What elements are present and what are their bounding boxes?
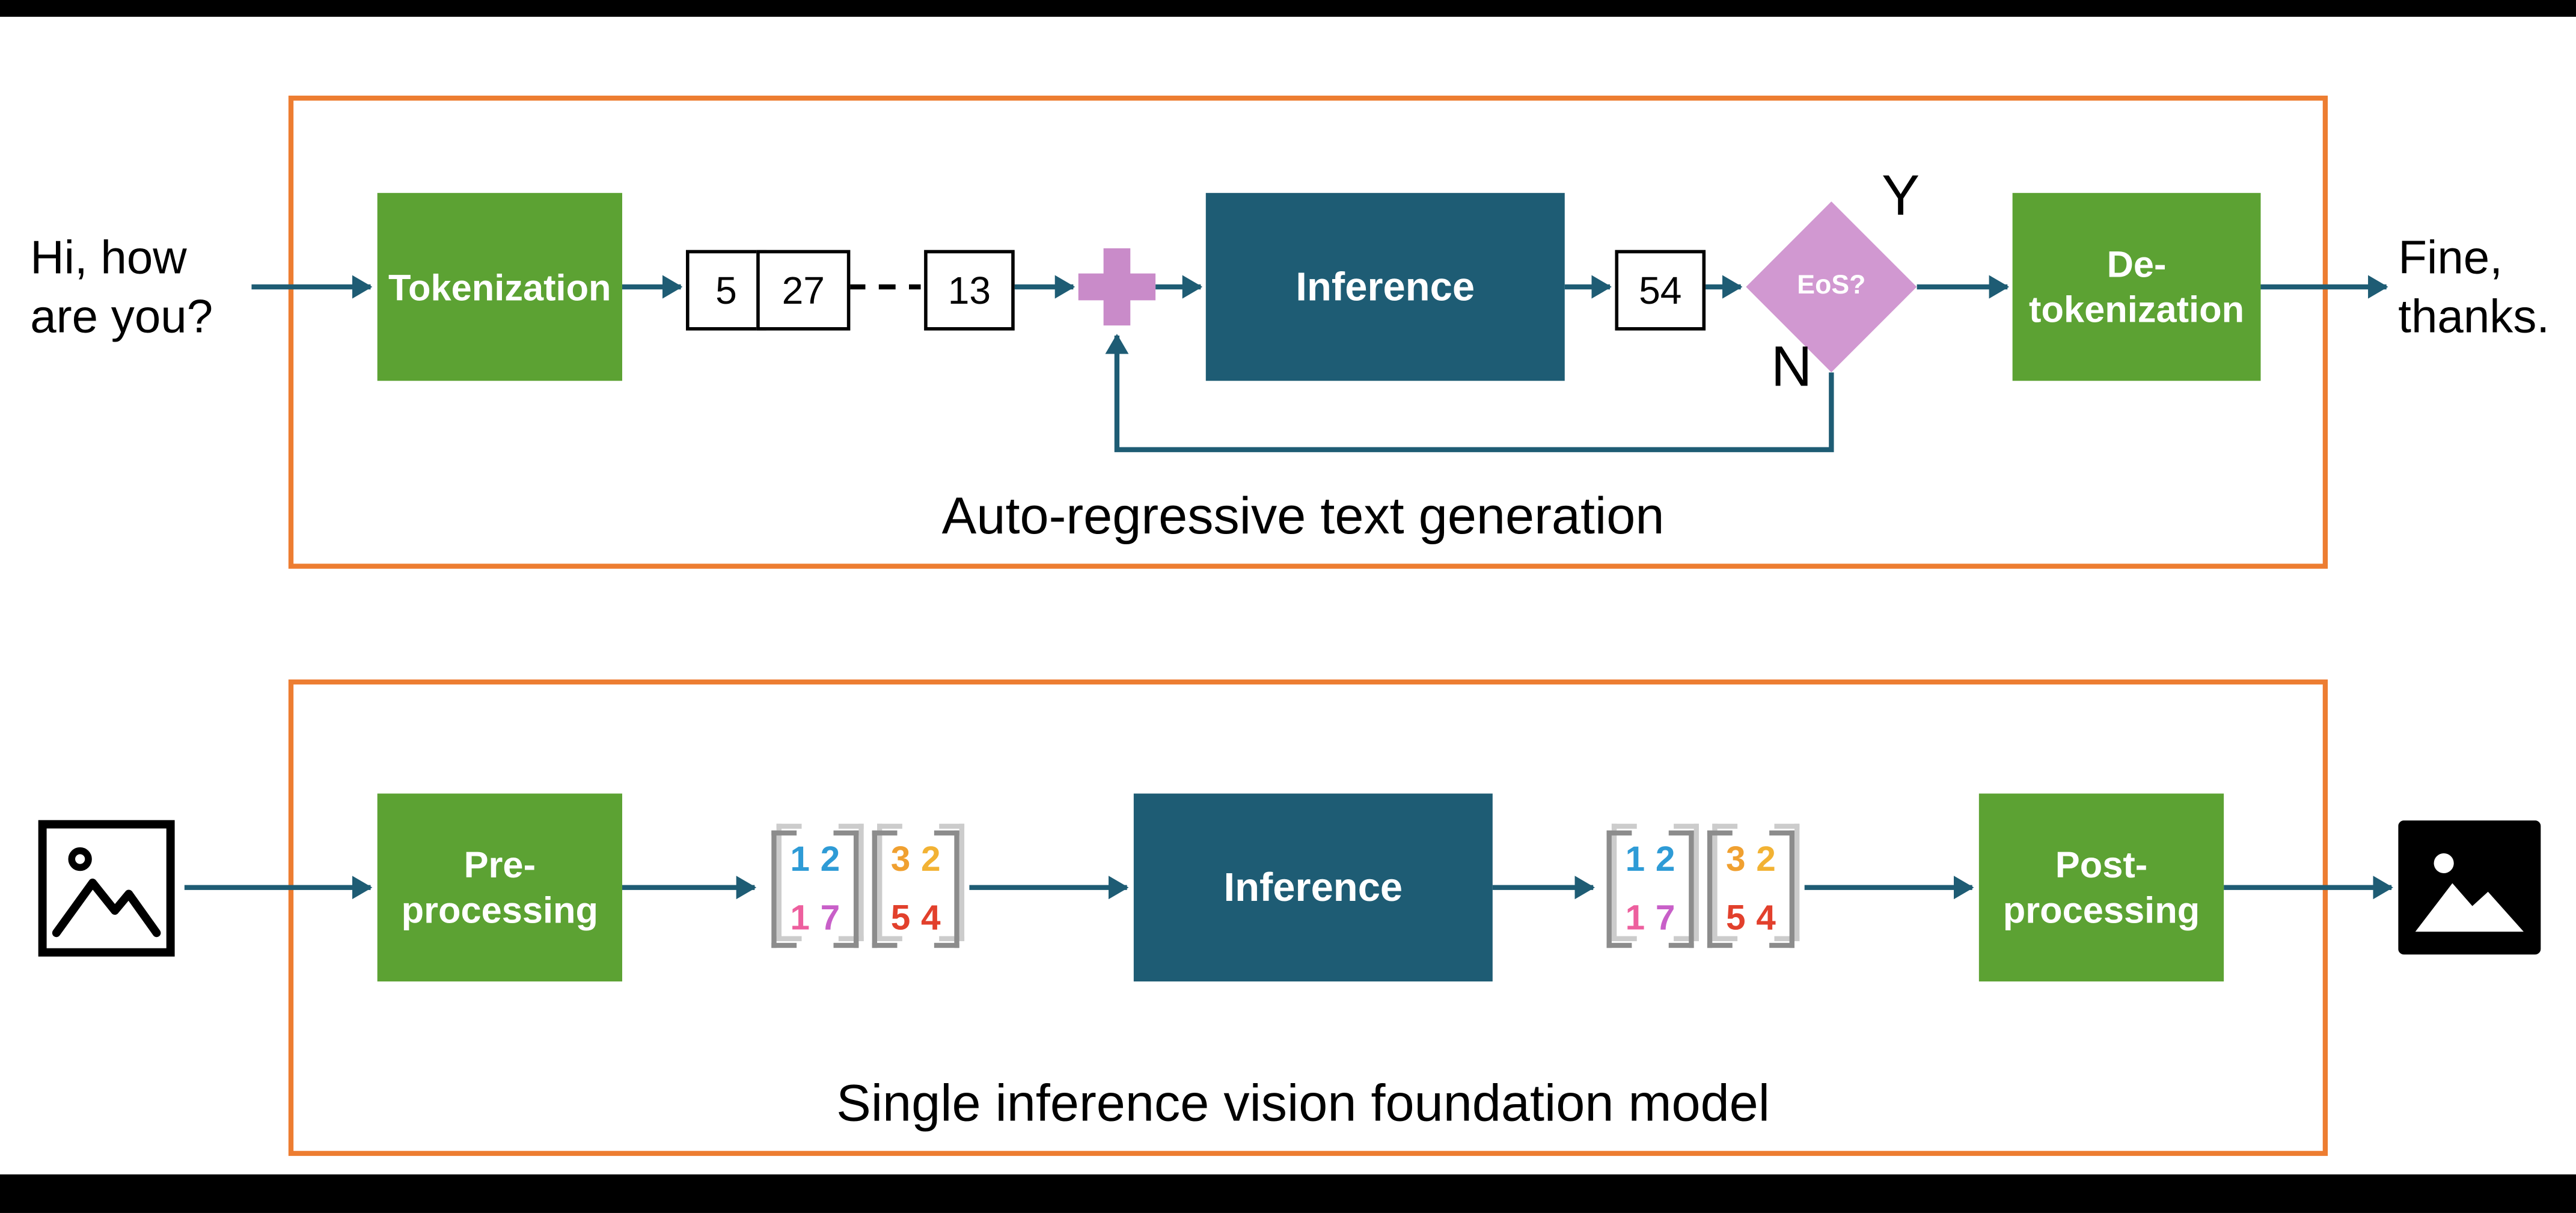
input-text: Hi, how are you? [30, 228, 257, 345]
tokenization-box: Tokenization [377, 192, 622, 381]
output-text-line2: thanks. [2398, 290, 2550, 343]
preprocessing-label-line1: Pre- [463, 844, 536, 886]
tokenization-label: Tokenization [388, 266, 611, 308]
tensor-matrix-a-out: 1 2 1 7 [1603, 823, 1699, 955]
plus-icon [1078, 248, 1156, 326]
token-box-1: 5 [685, 250, 766, 331]
preprocessing-box: Pre- processing [377, 793, 622, 981]
token-value: 13 [947, 267, 991, 312]
matrix-cell: 4 [920, 898, 941, 938]
output-text-line1: Fine, [2398, 231, 2503, 284]
matrix-cell: 2 [1756, 840, 1776, 879]
matrix-cell: 1 [790, 840, 810, 879]
token-value: 54 [1639, 267, 1682, 312]
bottom-caption: Single inference vision foundation model [836, 1073, 1770, 1133]
bottom-diagram-frame [288, 679, 2328, 1156]
detokenization-label-line1: De- [2106, 243, 2167, 286]
detokenization-label-line2: tokenization [2029, 288, 2245, 331]
inference-label: Inference [1223, 865, 1403, 911]
matrix-cell: 3 [1726, 840, 1746, 879]
matrix-cell: 4 [1756, 898, 1776, 938]
matrix-cell: 3 [890, 840, 911, 879]
preprocessing-label-line2: processing [401, 889, 599, 932]
inference-box-vision: Inference [1133, 793, 1493, 981]
matrix-cell: 7 [1655, 898, 1675, 938]
eos-label: EoS? [1797, 271, 1866, 301]
tensor-matrix-b-out: 3 2 5 4 [1704, 823, 1800, 955]
detokenization-box: De- tokenization [2012, 192, 2261, 381]
output-text: Fine, thanks. [2398, 228, 2576, 345]
matrix-cell: 5 [890, 898, 911, 938]
token-value: 27 [782, 267, 825, 312]
matrix-cell: 7 [820, 898, 840, 938]
matrix-cell: 5 [1726, 898, 1746, 938]
token-box-output: 54 [1615, 250, 1706, 331]
inference-box-text: Inference [1205, 192, 1565, 381]
inference-label: Inference [1296, 264, 1475, 310]
postprocessing-label-line1: Post- [2055, 844, 2148, 886]
bottom-letterbox-bar [0, 1174, 2576, 1213]
top-diagram-frame [288, 96, 2328, 569]
token-value: 5 [715, 267, 737, 312]
matrix-cell: 1 [1625, 898, 1645, 938]
output-image-icon [2398, 820, 2541, 963]
tensor-matrix-b: 3 2 5 4 [869, 823, 965, 955]
postprocessing-label-line2: processing [2002, 889, 2200, 932]
matrix-cell: 2 [1655, 840, 1675, 879]
matrix-cell: 2 [920, 840, 941, 879]
matrix-cell: 2 [820, 840, 840, 879]
matrix-cell: 1 [790, 898, 810, 938]
token-box-2: 27 [756, 250, 851, 331]
branch-no-label: N [1770, 335, 1813, 399]
input-text-line1: Hi, how [30, 231, 187, 284]
tensor-matrix-a: 1 2 1 7 [768, 823, 864, 955]
input-image-icon [37, 818, 176, 966]
top-caption: Auto-regressive text generation [941, 487, 1665, 545]
token-box-3: 13 [924, 250, 1015, 331]
top-letterbox-bar [0, 0, 2576, 17]
postprocessing-box: Post- processing [1978, 793, 2224, 981]
matrix-cell: 1 [1625, 840, 1645, 879]
branch-yes-label: Y [1882, 164, 1920, 229]
input-text-line2: are you? [30, 290, 213, 343]
